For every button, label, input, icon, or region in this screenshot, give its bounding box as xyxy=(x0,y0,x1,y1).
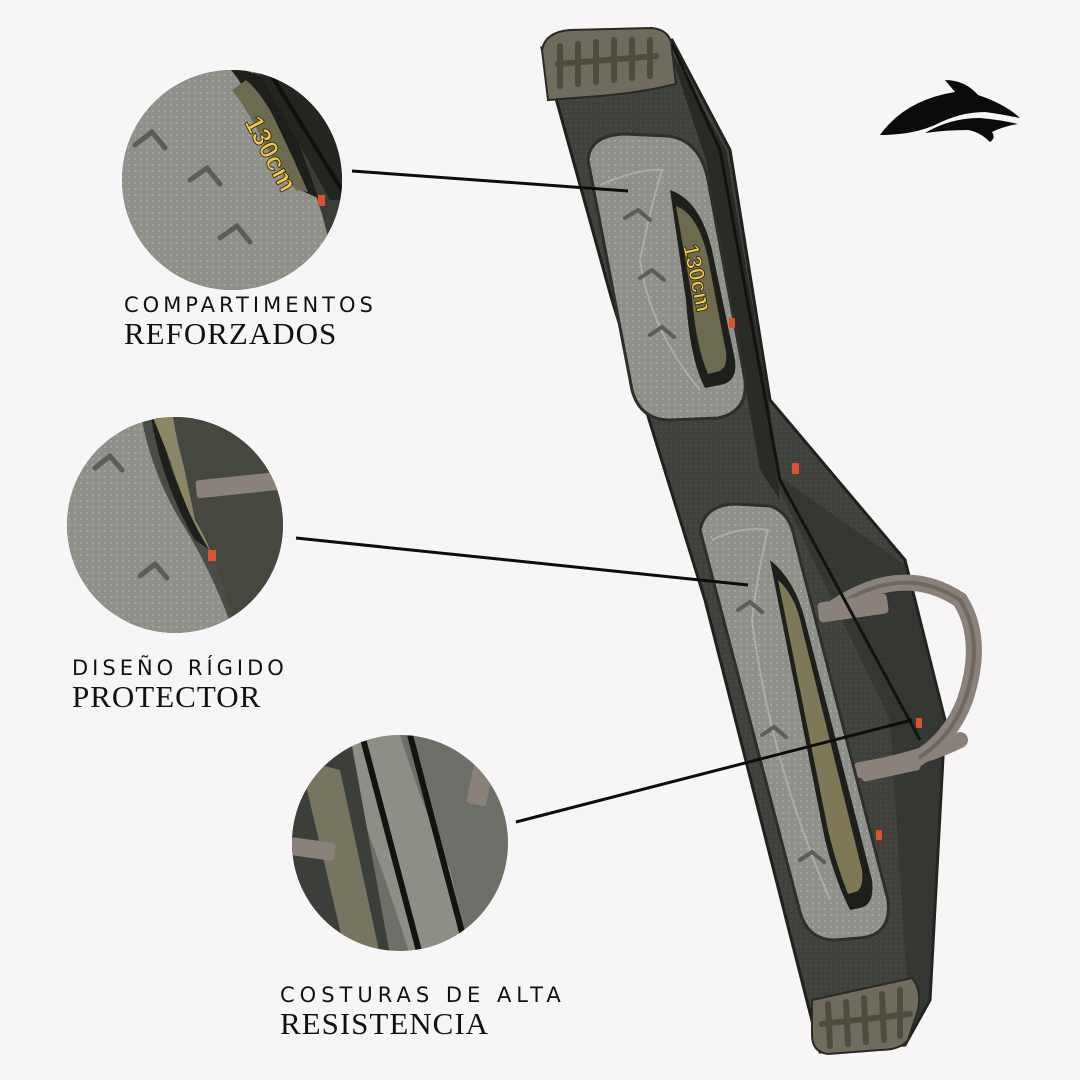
feature-label-small: DISEÑO RÍGIDO xyxy=(72,656,288,680)
feature-label-seams: COSTURAS DE ALTA RESISTENCIA xyxy=(280,983,566,1041)
feature-label-big: REFORZADOS xyxy=(124,316,338,351)
top-cap xyxy=(540,26,678,102)
dolphin-logo-icon xyxy=(880,80,1020,142)
callout-line-3 xyxy=(515,718,913,824)
rod-bag: 130cm xyxy=(540,26,982,1056)
feature-label-rigid: DISEÑO RÍGIDO PROTECTOR xyxy=(72,656,288,714)
callout-line-2 xyxy=(295,536,749,587)
upper-compartment-panel: 130cm xyxy=(586,132,747,422)
zoom-circle-reinforced: 130cm xyxy=(122,70,342,290)
zoom-circle-seams xyxy=(292,735,508,951)
feature-label-reinforced: COMPARTIMENTOS REFORZADOS xyxy=(124,293,377,351)
feature-label-small: COSTURAS DE ALTA xyxy=(280,983,566,1007)
zoom-circle-rigid xyxy=(67,417,283,633)
feature-label-big: PROTECTOR xyxy=(72,679,262,714)
feature-label-big: RESISTENCIA xyxy=(280,1006,490,1041)
bottom-cap xyxy=(811,976,921,1056)
callout-lines xyxy=(295,169,913,824)
callout-line-1 xyxy=(351,169,629,193)
lower-compartment-panel xyxy=(698,502,890,942)
feature-label-small: COMPARTIMENTOS xyxy=(124,293,377,317)
